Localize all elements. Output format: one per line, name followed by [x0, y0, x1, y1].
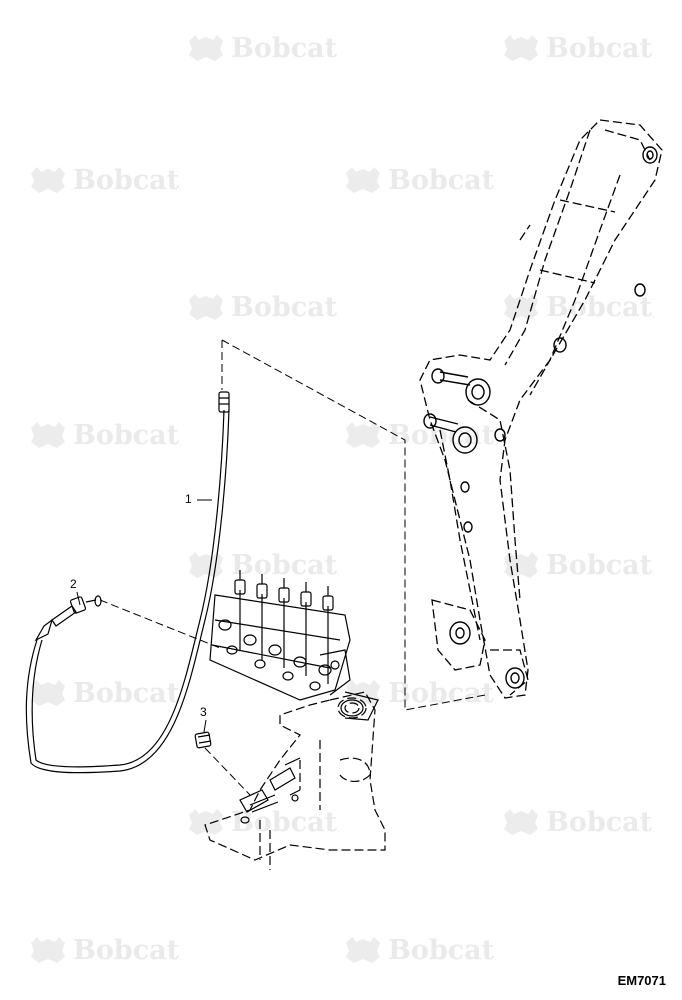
hose-fitting	[51, 595, 102, 627]
callout-3: 3	[200, 705, 207, 719]
drawing-code: EM7071	[617, 973, 666, 988]
boom-pins	[423, 146, 658, 689]
mount-frame-phantom	[204, 691, 386, 870]
boom-arm-phantom	[419, 119, 663, 699]
control-valve	[209, 570, 351, 701]
mount-frame-details	[239, 691, 379, 824]
plug	[194, 731, 212, 749]
leader-lines	[99, 339, 486, 796]
hydraulic-hose	[25, 391, 230, 774]
callout-2: 2	[70, 577, 77, 591]
callout-leaders	[76, 499, 212, 733]
callout-1: 1	[185, 492, 192, 506]
